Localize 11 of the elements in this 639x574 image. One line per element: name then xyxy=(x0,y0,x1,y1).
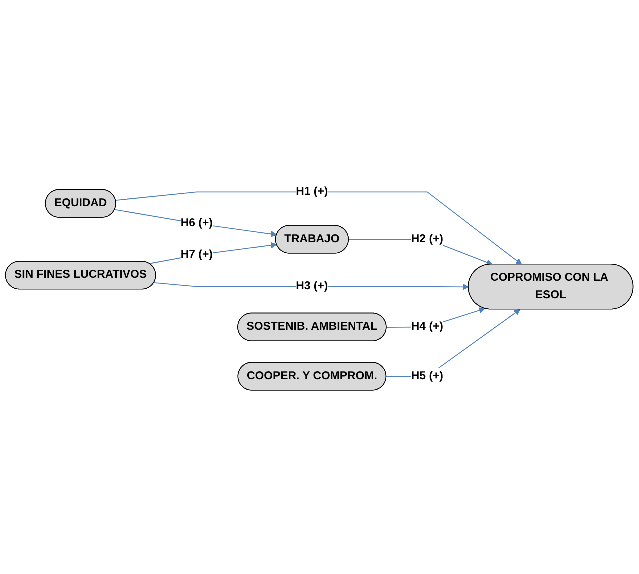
arrow xyxy=(114,209,278,238)
edge-label: H2 (+) xyxy=(411,233,444,246)
edge-label: H7 (+) xyxy=(180,248,213,261)
arrow xyxy=(149,242,278,264)
edge-label: H6 (+) xyxy=(180,217,213,230)
arrow xyxy=(386,309,521,378)
edge-label: H5 (+) xyxy=(411,370,444,382)
edge-label: H1 (+) xyxy=(296,186,328,198)
edge-label: H4 (+) xyxy=(411,320,444,333)
edge-label: H3 (+) xyxy=(296,280,328,293)
arrow xyxy=(154,282,470,290)
